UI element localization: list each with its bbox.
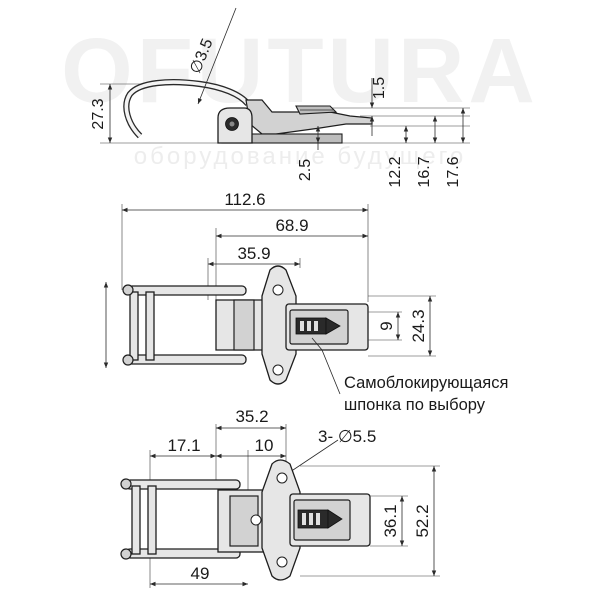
dim-base-length: 35.9: [237, 244, 270, 263]
dim-offset-left: 17.1: [167, 436, 200, 455]
lock-key-top: [295, 317, 341, 335]
dim-base-width: 24.3: [409, 309, 428, 342]
wire-bail-top: [122, 284, 247, 366]
mount-hole: [276, 472, 288, 484]
mount-hole: [272, 364, 284, 376]
dim-mount-length: 49: [191, 564, 210, 583]
dim-overall-length: 112.6: [224, 190, 265, 209]
dim-base-offset: 2.5: [297, 159, 314, 181]
lock-key-bottom: [297, 509, 343, 529]
base-plate-bottom: [261, 459, 301, 581]
dim-slot-width: 9: [377, 321, 396, 330]
wire-bail-bottom: [120, 478, 241, 560]
watermark: OFUTURA оборудование будущего: [61, 20, 539, 170]
dim-height-a: 12.2: [387, 156, 404, 187]
dim-height-b: 16.7: [416, 156, 433, 187]
mount-hole: [276, 556, 288, 568]
dim-hole-spec: 3- ∅5.5: [318, 427, 376, 446]
dim-hook-length: 68.9: [275, 216, 308, 235]
wire-bail: [123, 79, 251, 139]
dim-height-c: 17.6: [445, 156, 462, 187]
dim-offset-hole: 10: [255, 436, 274, 455]
watermark-tagline: оборудование будущего: [134, 143, 466, 170]
dim-inner-width: 36.1: [381, 504, 400, 537]
bottom-view: 35.2 17.1 10 3- ∅5.5: [120, 407, 440, 588]
side-view: ∅3.5 27.3 1.5 2.5 12.2 16.7 17.6: [90, 7, 470, 188]
mount-hole: [272, 284, 284, 296]
base-plate-top: [261, 265, 297, 385]
mount-hole: [250, 514, 262, 526]
dim-hole-spacing: 35.2: [235, 407, 268, 426]
note-optional: шпонка по выбору: [344, 396, 486, 414]
note-self-locking: Самоблокирующаяся: [344, 374, 508, 392]
dim-outer-width: 52.2: [413, 504, 432, 537]
dim-thickness-top: 1.5: [371, 77, 388, 99]
dim-height-total: 27.3: [90, 98, 107, 129]
watermark-brand: OFUTURA: [61, 20, 539, 122]
top-view: 112.6 68.9 35.9: [103, 190, 508, 414]
